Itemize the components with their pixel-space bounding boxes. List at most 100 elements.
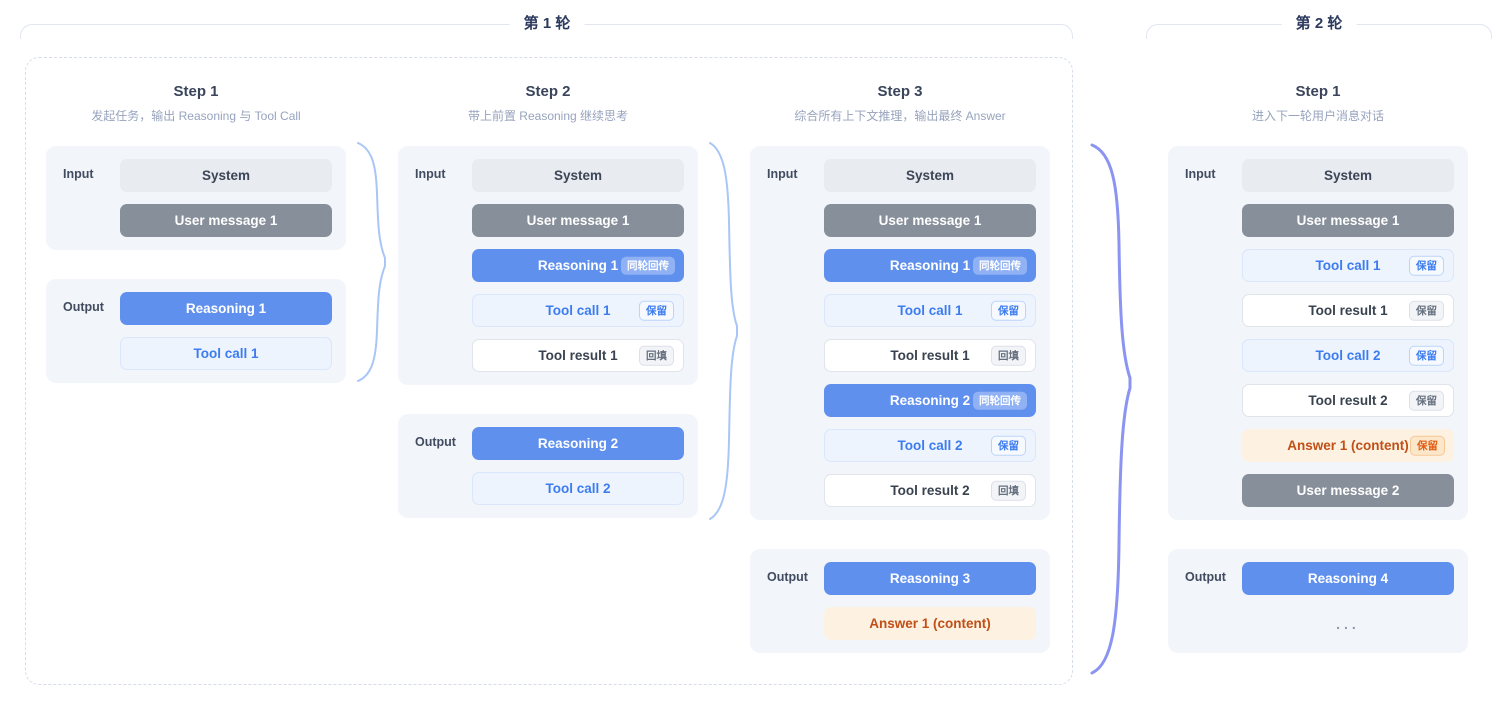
block-label: Reasoning 2	[537, 436, 619, 451]
step-title: Step 3	[877, 83, 923, 100]
input-label: Input	[767, 167, 798, 181]
round-2-step-1-header: Step 1 进入下一轮用户消息对话	[1148, 83, 1488, 124]
output-label: Output	[63, 300, 104, 314]
block-tool-result: Tool result 2 回填	[824, 474, 1036, 507]
input-label: Input	[63, 167, 94, 181]
block-user-message: User message 2	[1242, 474, 1454, 507]
block-answer: Answer 1 (content)	[824, 607, 1036, 640]
brace-connector-step2-step3	[709, 142, 738, 520]
block-label: Answer 1 (content)	[1287, 438, 1409, 453]
block-label: User message 1	[174, 213, 278, 228]
message-list: Reasoning 1 Tool call 1	[120, 292, 332, 370]
message-list: System User message 1	[120, 159, 332, 237]
block-label: Tool result 2	[890, 483, 970, 498]
step-title: Step 2	[525, 83, 571, 100]
block-label: System	[1323, 168, 1373, 183]
block-label: User message 1	[878, 213, 982, 228]
step-3-header: Step 3 综合所有上下文推理，输出最终 Answer	[730, 83, 1070, 124]
step-subtitle: 进入下一轮用户消息对话	[1251, 109, 1384, 123]
round-1-container	[25, 57, 1073, 685]
badge-keep: 保留	[1410, 435, 1445, 456]
block-label: System	[905, 168, 955, 183]
brace-connector-round1-round2	[1090, 143, 1132, 675]
block-label: Tool call 2	[545, 481, 611, 496]
step-2-output-panel: Output Reasoning 2 Tool call 2	[398, 414, 698, 518]
step-title: Step 1	[1295, 83, 1341, 100]
block-reasoning: Reasoning 1	[120, 292, 332, 325]
block-user-message: User message 1	[1242, 204, 1454, 237]
badge-same-turn: 同轮回传	[621, 256, 675, 275]
badge-same-turn: 同轮回传	[973, 391, 1027, 410]
block-reasoning: Reasoning 2	[472, 427, 684, 460]
message-list: Reasoning 2 Tool call 2	[472, 427, 684, 505]
block-label: Reasoning 1	[185, 301, 267, 316]
block-label: Tool call 1	[545, 303, 611, 318]
block-answer: Answer 1 (content)保留	[1242, 429, 1454, 462]
block-label: Tool result 1	[890, 348, 970, 363]
block-label: Tool call 1	[897, 303, 963, 318]
block-label: Answer 1 (content)	[869, 616, 991, 631]
block-label: Tool result 1	[1308, 303, 1388, 318]
block-label: Reasoning 1	[537, 258, 619, 273]
output-label: Output	[767, 570, 808, 584]
block-tool-call: Tool call 2 保留	[1242, 339, 1454, 372]
step-title: Step 1	[173, 83, 219, 100]
input-label: Input	[1185, 167, 1216, 181]
block-label: Tool call 1	[1315, 258, 1381, 273]
step-subtitle: 发起任务，输出 Reasoning 与 Tool Call	[91, 109, 301, 123]
block-label: Reasoning 2	[889, 393, 971, 408]
step-subtitle: 带上前置 Reasoning 继续思考	[467, 109, 629, 123]
block-label: Reasoning 4	[1307, 571, 1389, 586]
round-2-label: 第 2 轮	[1281, 14, 1357, 34]
block-reasoning: Reasoning 4	[1242, 562, 1454, 595]
ellipsis-text: ...	[1242, 607, 1454, 640]
badge-backfill: 回填	[991, 480, 1026, 501]
message-list: Reasoning 4 ...	[1242, 562, 1454, 640]
output-label: Output	[415, 435, 456, 449]
block-label: User message 2	[1296, 483, 1400, 498]
block-label: System	[553, 168, 603, 183]
block-label: Tool result 1	[538, 348, 618, 363]
badge-same-turn: 同轮回传	[973, 256, 1027, 275]
block-system: System	[824, 159, 1036, 192]
block-label: Tool call 2	[1315, 348, 1381, 363]
block-system: System	[472, 159, 684, 192]
step-3-output-panel: Output Reasoning 3 Answer 1 (content)	[750, 549, 1050, 653]
badge-backfill: 回填	[991, 345, 1026, 366]
step-2-header: Step 2 带上前置 Reasoning 继续思考	[378, 83, 718, 124]
block-system: System	[120, 159, 332, 192]
block-reasoning: Reasoning 3	[824, 562, 1036, 595]
step-1-input-panel: Input System User message 1	[46, 146, 346, 250]
step-1-output-panel: Output Reasoning 1 Tool call 1	[46, 279, 346, 383]
block-label: Tool call 2	[897, 438, 963, 453]
step-1-header: Step 1 发起任务，输出 Reasoning 与 Tool Call	[26, 83, 366, 124]
block-system: System	[1242, 159, 1454, 192]
badge-keep: 保留	[1409, 345, 1444, 366]
step-subtitle: 综合所有上下文推理，输出最终 Answer	[794, 109, 1006, 123]
brace-connector-step1-step2	[357, 142, 386, 382]
output-label: Output	[1185, 570, 1226, 584]
input-label: Input	[415, 167, 446, 181]
block-user-message: User message 1	[824, 204, 1036, 237]
block-label: ...	[1336, 615, 1360, 632]
round-1-label: 第 1 轮	[509, 14, 585, 34]
badge-keep: 保留	[991, 435, 1026, 456]
block-label: System	[201, 168, 251, 183]
block-tool-result: Tool result 1 保留	[1242, 294, 1454, 327]
block-user-message: User message 1	[472, 204, 684, 237]
badge-keep: 保留	[1409, 300, 1444, 321]
